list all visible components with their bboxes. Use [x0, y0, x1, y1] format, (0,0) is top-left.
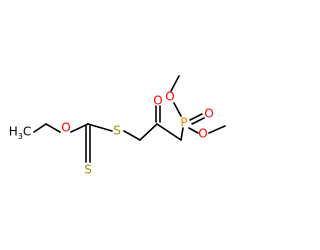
bond-ch2-carbonyl — [139, 123, 158, 141]
bond-o-upper-methyl — [170, 75, 180, 92]
phosphorus-label: P — [180, 116, 187, 130]
methoxy-oxygen-lower-label: O — [198, 127, 207, 141]
structure-drawing: H3C O S S O P O O O — [9, 75, 226, 177]
bond-cs-s-thioether — [87, 123, 113, 132]
bond-p-o-upper — [173, 102, 182, 117]
bond-p-o-double-a — [189, 113, 203, 121]
bond-p-o-double-b — [191, 117, 205, 125]
bond-ch2-o-ester — [45, 123, 61, 133]
bond-carbonyl-ch2p — [156, 123, 182, 141]
bond-o-lower-methyl — [208, 125, 226, 134]
bond-p-o-lower — [188, 127, 199, 134]
ketone-oxygen-label: O — [153, 94, 162, 108]
thioether-sulfur-label: S — [113, 124, 121, 138]
bond-ch2p-p — [180, 127, 184, 141]
bonds — [33, 75, 226, 163]
thione-sulfur-label: S — [84, 163, 92, 177]
ester-oxygen-label: O — [61, 121, 70, 135]
molecule-canvas: H3C O S S O P O O O — [8, 75, 226, 177]
phosphoryl-oxygen-label: O — [204, 107, 213, 121]
bond-s-ch2 — [123, 130, 141, 141]
methoxy-oxygen-upper-label: O — [165, 90, 174, 104]
atom-labels: H3C O S S O P O O O — [9, 90, 214, 177]
methyl-label: H3C — [9, 125, 32, 142]
bond-ch3-ch2 — [33, 123, 47, 133]
bond-o-ester-cs — [70, 123, 89, 133]
